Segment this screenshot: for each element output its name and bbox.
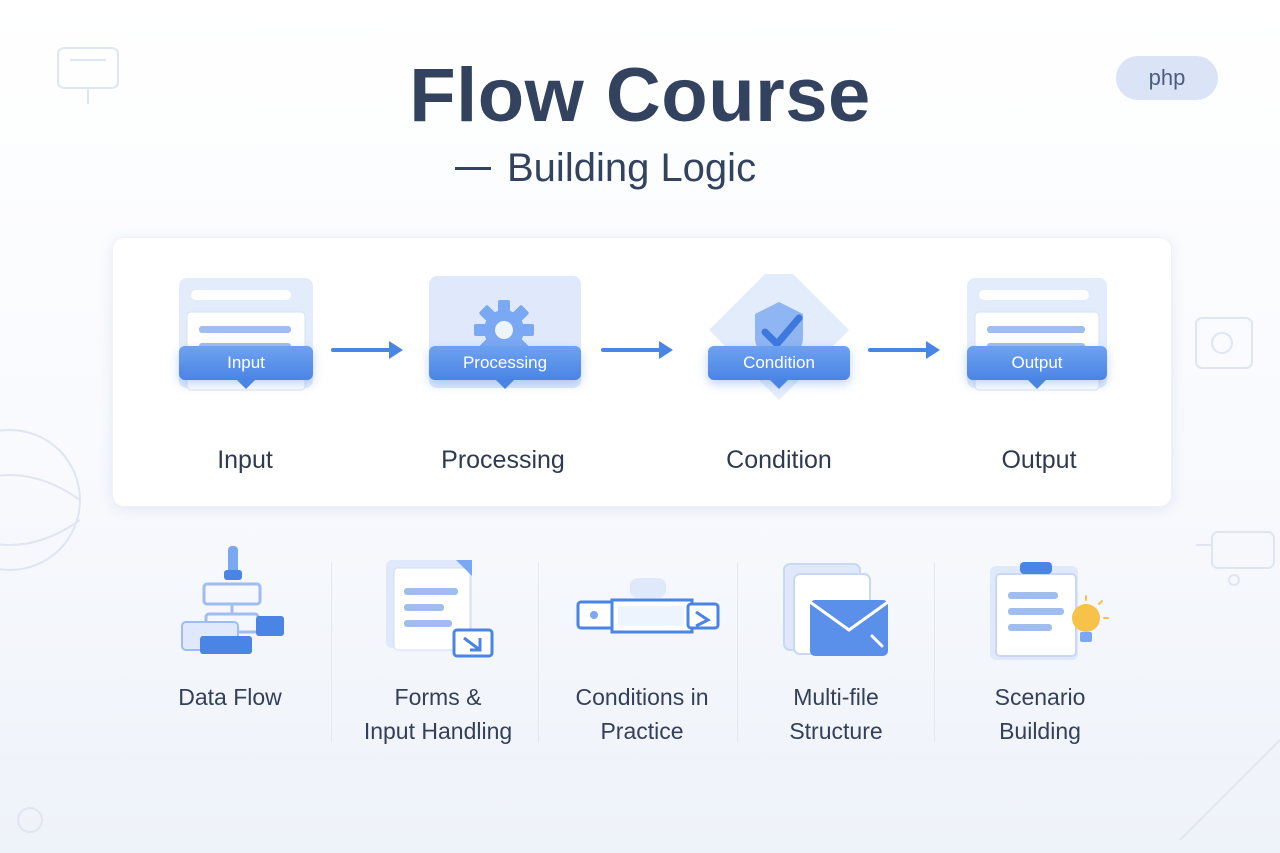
topic-data-flow: Data Flow [130, 540, 330, 760]
pipe-icon [576, 578, 720, 634]
topic-label: Scenario Building [940, 680, 1140, 748]
topic-label: Data Flow [130, 680, 330, 714]
topic-label-line1: Data Flow [178, 684, 282, 710]
topic-label-line1: Scenario [994, 684, 1086, 710]
topic-label: Multi-file Structure [736, 680, 936, 748]
page-title: Flow Course [409, 53, 871, 138]
topic-label-line1: Forms & [394, 684, 482, 710]
topic-label: Forms & Input Handling [338, 680, 538, 748]
topic-label-line2: Structure [789, 718, 883, 744]
flow-caption-processing: Processing [441, 446, 565, 474]
topic-divider [538, 562, 539, 742]
topic-divider [331, 562, 332, 742]
subtitle-group: Building Logic [455, 146, 756, 191]
topic-label-line2: Input Handling [363, 718, 513, 744]
flow-tag-processing: Processing [429, 346, 581, 389]
topic-scenario: Scenario Building [940, 540, 1140, 760]
flow-tag-input: Input [179, 346, 313, 389]
files-envelope-icon [783, 563, 889, 656]
topic-conditions: Conditions in Practice [542, 540, 742, 760]
topic-label-line2: Building [999, 718, 1081, 744]
topic-divider [737, 562, 738, 742]
arrow-right-icon [601, 341, 673, 359]
topic-label-line1: Multi-file [793, 684, 879, 710]
flow-caption-output: Output [1001, 446, 1077, 474]
flow-tag-output: Output [967, 346, 1107, 389]
topics-row: Data Flow Forms & Input Handling [130, 540, 1150, 760]
subtitle-dash [455, 167, 491, 170]
page-subtitle: Building Logic [507, 146, 757, 190]
topic-divider [934, 562, 935, 742]
topic-forms: Forms & Input Handling [338, 540, 538, 760]
form-icon [386, 560, 494, 658]
topic-label-line1: Conditions in [575, 684, 709, 710]
flow-caption-condition: Condition [726, 446, 832, 474]
topic-label-line2: Practice [600, 718, 684, 744]
flowchart-icon [181, 546, 284, 654]
language-badge: php [1116, 56, 1218, 100]
topic-label: Conditions in Practice [542, 680, 742, 748]
arrow-right-icon [868, 341, 940, 359]
flow-caption-input: Input [217, 446, 273, 474]
topic-multifile: Multi-file Structure [736, 540, 936, 760]
arrow-right-icon [331, 341, 403, 359]
clipboard-lightbulb-icon [990, 562, 1109, 660]
flow-tag-condition: Condition [708, 346, 850, 389]
flow-panel: Input Input [112, 237, 1172, 507]
